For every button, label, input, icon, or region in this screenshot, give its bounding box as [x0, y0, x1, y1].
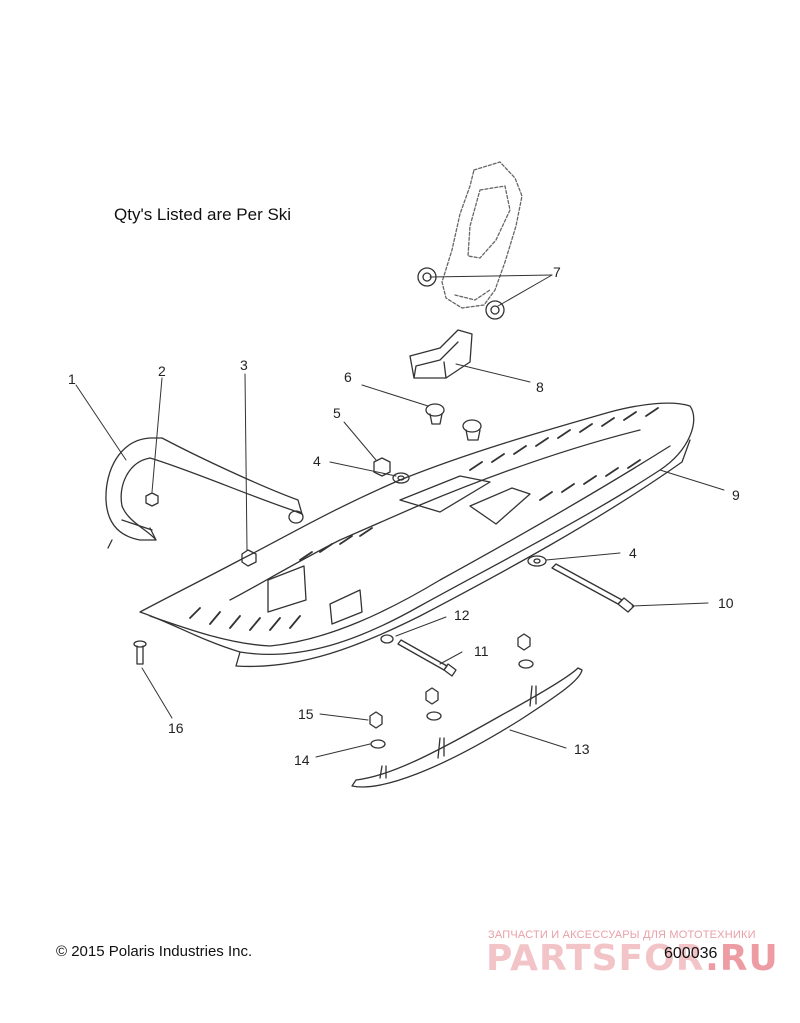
spindle-reference	[441, 161, 523, 309]
callout-4-upper: 4	[313, 453, 321, 469]
callout-labels: 1 2 3 4 4 5 6 7 8 9 10 11 12 13 14 15 16	[68, 264, 740, 768]
saddle-part-8	[409, 329, 473, 379]
callout-4-lower: 4	[629, 545, 637, 561]
washer-part-14	[370, 659, 534, 749]
callout-11: 11	[474, 643, 489, 659]
washer-part-4-lower	[527, 555, 547, 567]
callout-10: 10	[718, 595, 734, 611]
callout-14: 14	[294, 752, 310, 768]
callout-2: 2	[158, 363, 166, 379]
callout-5: 5	[333, 405, 341, 421]
callout-7: 7	[553, 264, 561, 280]
callout-16: 16	[168, 720, 184, 736]
callout-8: 8	[536, 379, 544, 395]
watermark-logo: PARTSFOR.RU	[486, 938, 779, 979]
nut-part-5	[373, 457, 391, 477]
bolt-part-11	[397, 639, 457, 677]
callout-3: 3	[240, 357, 248, 373]
loop-handle-part-1	[105, 437, 304, 549]
carbide-runner-part-13	[351, 667, 583, 788]
watermark-tagline: ЗАПЧАСТИ И АКСЕССУАРЫ ДЛЯ МОТОТЕХНИКИ	[488, 929, 756, 941]
bolt-part-16	[133, 640, 147, 665]
quantity-note: Qty's Listed are Per Ski	[114, 205, 292, 224]
nut-part-15	[369, 633, 531, 729]
leader-lines	[75, 274, 725, 758]
watermark-brand: PARTSFOR	[486, 938, 706, 979]
copyright-text: © 2015 Polaris Industries Inc.	[56, 943, 253, 960]
bolt-part-10	[551, 563, 635, 613]
callout-1: 1	[68, 371, 76, 387]
callout-9: 9	[732, 487, 740, 503]
ski-body-part-9	[139, 402, 695, 668]
callout-13: 13	[574, 741, 590, 757]
callout-15: 15	[298, 706, 314, 722]
diagram-part-number: 600036	[664, 945, 718, 962]
callout-6: 6	[344, 369, 352, 385]
bushing-part-6	[425, 403, 482, 441]
watermark-domain: .RU	[705, 938, 779, 979]
nut-part-2	[145, 492, 159, 507]
callout-12: 12	[454, 607, 470, 623]
nut-part-3	[241, 549, 257, 567]
washer-part-12	[380, 634, 394, 644]
